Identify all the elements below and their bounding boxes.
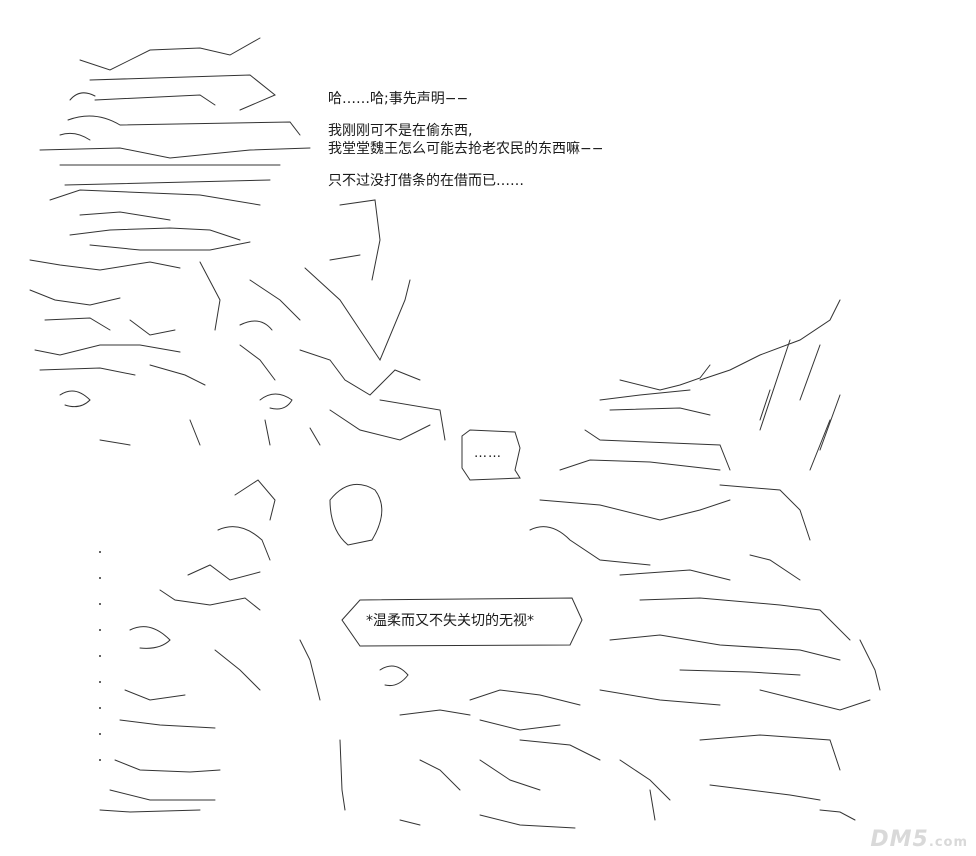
left-character-figure (29, 37, 446, 446)
center-head-figure (329, 483, 409, 811)
watermark: DM5.com (870, 827, 968, 852)
speed-lines (759, 339, 841, 471)
dialogue-line-2: 我刚刚可不是在偷东西, 我堂堂魏王怎么可能去抢老农民的东西嘛−− (328, 123, 604, 157)
dialogue-line-3: 只不过没打借条的在借而已…… (328, 173, 524, 189)
ellipsis-speech-bubble (461, 429, 521, 481)
left-dots (99, 551, 101, 761)
watermark-suffix: .com (928, 835, 968, 850)
hooded-figure-left (99, 479, 321, 813)
dialogue-text: 哈……哈;事先声明−− 我刚刚可不是在偷东西, 我堂堂魏王怎么可能去抢老农民的东… (328, 90, 748, 204)
gaze-caption-bubble (341, 597, 583, 647)
right-hatted-figure (399, 299, 881, 829)
ellipsis-bubble-text: …… (474, 446, 502, 461)
gaze-caption-text: *温柔而又不失关切的无视* (366, 613, 534, 629)
watermark-brand: DM5 (870, 827, 929, 852)
dialogue-line-1: 哈……哈;事先声明−− (328, 91, 469, 107)
